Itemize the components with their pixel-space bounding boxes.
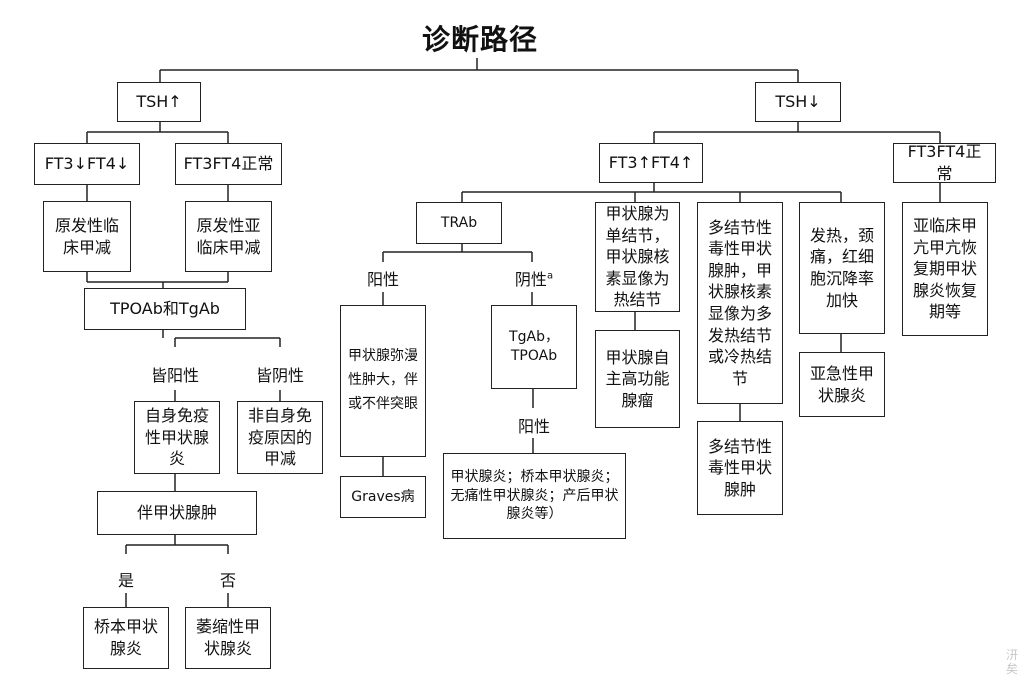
- node-hashimoto-thyroiditis: 桥本甲状腺炎: [83, 607, 169, 669]
- node-atrophic-thyroiditis: 萎缩性甲状腺炎: [185, 607, 271, 669]
- node-ft-high: FT3↑FT4↑: [599, 143, 703, 183]
- node-diffuse-goiter: 甲状腺弥漫性肿大，伴或不伴突眼: [340, 305, 426, 457]
- label-no: 否: [219, 571, 236, 590]
- node-trab: TRAb: [416, 202, 502, 244]
- node-subacute-thyroiditis: 亚急性甲状腺炎: [799, 352, 885, 417]
- label-yes: 是: [117, 571, 134, 590]
- node-autonomous-adenoma: 甲状腺自主高功能腺瘤: [595, 330, 680, 428]
- label-antibody-positive: 阳性: [517, 417, 550, 436]
- label-trab-negative: 阴性a: [494, 266, 574, 290]
- node-non-autoimmune-hypothyroidism: 非自身免疫原因的甲减: [237, 401, 323, 474]
- trab-negative-text: 阴性: [514, 270, 547, 289]
- diagram-title: 诊断路径: [421, 23, 538, 56]
- watermark-fragment: 汧 矣: [1006, 648, 1019, 677]
- node-multinodular-goiter-scan: 多结节性毒性甲状腺肿，甲状腺核素显像为多发热结节或冷热结节: [697, 202, 783, 404]
- node-graves-disease: Graves病: [340, 476, 426, 518]
- node-primary-hypothyroidism: 原发性临床甲减: [43, 201, 131, 272]
- label-trab-positive: 阳性: [366, 270, 399, 289]
- node-tpoab-tgab: TPOAb和TgAb: [84, 288, 246, 330]
- trab-negative-superscript: a: [546, 270, 554, 282]
- label-all-positive: 皆阳性: [150, 366, 199, 385]
- node-ft-normal-left: FT3FT4正常: [175, 143, 282, 185]
- node-autoimmune-thyroiditis: 自身免疫性甲状腺炎: [134, 401, 220, 474]
- node-subclinical-hypothyroidism: 原发性亚临床甲减: [185, 201, 272, 272]
- node-tsh-down: TSH↓: [755, 82, 841, 122]
- node-with-goiter: 伴甲状腺肿: [97, 491, 257, 535]
- node-tgab-tpoab: TgAb，TPOAb: [491, 305, 577, 389]
- node-subclinical-hyperthyroidism: 亚临床甲亢甲亢恢复期甲状腺炎恢复期等: [902, 202, 988, 336]
- node-single-hot-nodule: 甲状腺为单结节，甲状腺核素显像为热结节: [595, 202, 680, 312]
- label-all-negative: 皆阴性: [255, 366, 304, 385]
- node-ft-low: FT3↓FT4↓: [34, 143, 140, 185]
- node-fever-neck-pain: 发热，颈痛，红细胞沉降率加快: [799, 202, 885, 334]
- node-ft-normal-right: FT3FT4正常: [893, 142, 996, 183]
- node-multinodular-toxic-goiter: 多结节性毒性甲状腺肿: [697, 421, 783, 515]
- node-tsh-up: TSH↑: [117, 82, 201, 122]
- node-thyroiditis-list: 甲状腺炎；桥本甲状腺炎；无痛性甲状腺炎；产后甲状腺炎等）: [443, 453, 626, 539]
